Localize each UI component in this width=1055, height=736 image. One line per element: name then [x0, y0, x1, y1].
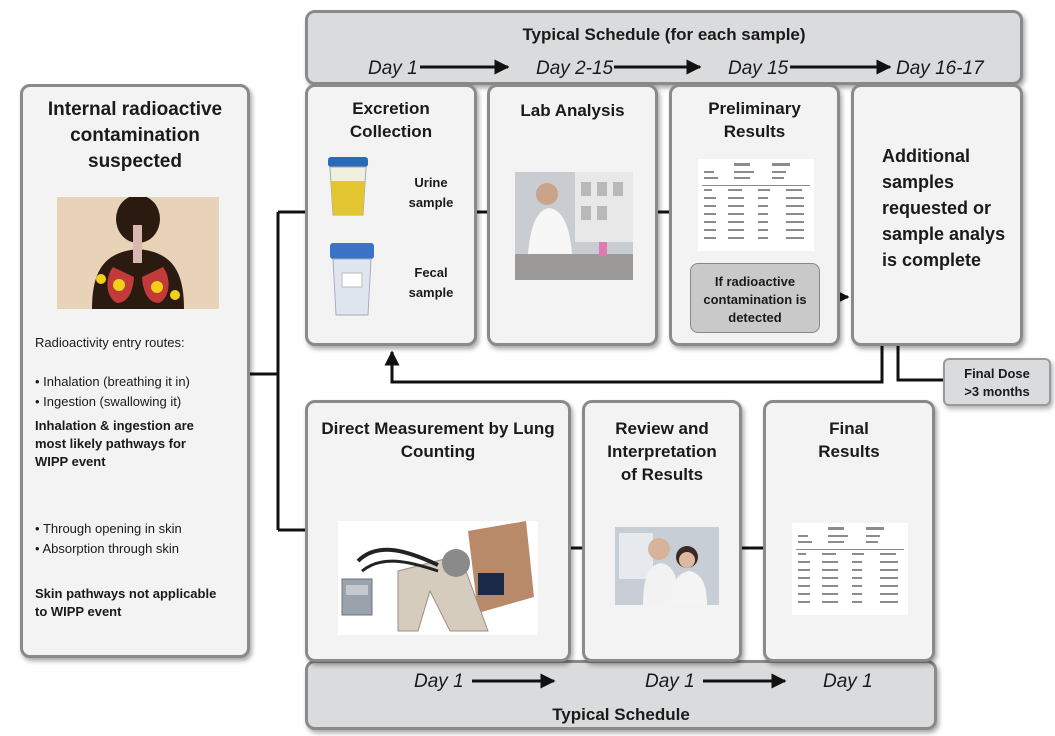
- excretion-collection-box: Excretion Collection Urine sample Fecal …: [305, 84, 477, 346]
- urine-cup-icon: [328, 157, 368, 216]
- entry-routes-label: Radioactivity entry routes:: [35, 335, 185, 350]
- route-inhalation: Inhalation (breathing it in): [43, 374, 190, 389]
- route-item: • Through opening in skin: [35, 521, 182, 536]
- route-item: • Inhalation (breathing it in): [35, 374, 190, 389]
- route-item: • Absorption through skin: [35, 541, 180, 556]
- lung-counter-photo: [338, 521, 538, 635]
- contamination-illustration: [57, 197, 219, 309]
- final-results-box: Final Results: [763, 400, 935, 662]
- additional-samples-text: Additional samples requested or sample a…: [882, 146, 1006, 270]
- route-skin-opening: Through opening in skin: [42, 521, 182, 536]
- final-results-document-icon: [792, 523, 908, 615]
- bottom-schedule-band: Day 1 Day 1 Day 1 Typical Schedule: [305, 660, 937, 730]
- results-document-icon: [698, 159, 814, 251]
- fecal-cup-icon: [330, 243, 374, 316]
- urine-label: Urine sample: [408, 175, 454, 210]
- route-item: • Ingestion (swallowing it): [35, 394, 182, 409]
- top-schedule-band: Typical Schedule (for each sample) Day 1…: [305, 10, 1023, 85]
- bottom-day-1: Day 1: [414, 671, 464, 692]
- branch-line: [250, 210, 306, 532]
- detected-callout: If radioactive contamination is detected: [690, 263, 820, 333]
- additional-samples-box: Additional samples requested or sample a…: [851, 84, 1023, 346]
- fecal-label: Fecal sample: [408, 265, 454, 300]
- lab-analysis-title: Lab Analysis: [520, 101, 625, 120]
- top-schedule-title: Typical Schedule (for each sample): [522, 25, 806, 44]
- lung-counting-title: Direct Measurement by Lung Counting: [321, 419, 555, 461]
- left-panel-title: Internal radioactive contamination suspe…: [47, 99, 223, 172]
- route-ingestion: Ingestion (swallowing it): [43, 394, 182, 409]
- top-day-2: Day 2-15: [536, 58, 614, 79]
- route-skin-absorption: Absorption through skin: [42, 541, 180, 556]
- bottom-day-3: Day 1: [823, 671, 873, 692]
- review-title: Review and Interpretation of Results: [607, 419, 717, 484]
- lab-analysis-box: Lab Analysis: [487, 84, 658, 346]
- excretion-title: Excretion Collection: [349, 99, 433, 141]
- bottom-day-2: Day 1: [645, 671, 695, 692]
- top-day-3: Day 15: [728, 58, 789, 79]
- pathway-note-1: Inhalation & ingestion are most likely p…: [35, 418, 194, 469]
- preliminary-title: Preliminary Results: [708, 99, 801, 141]
- top-day-1: Day 1: [368, 58, 418, 79]
- left-panel: Internal radioactive contamination suspe…: [20, 84, 250, 658]
- lab-technician-photo: [515, 172, 633, 280]
- final-dose-box: Final Dose >3 months: [943, 358, 1051, 406]
- lung-counting-box: Direct Measurement by Lung Counting: [305, 400, 571, 662]
- top-day-4: Day 16-17: [896, 58, 984, 79]
- preliminary-results-box: Preliminary Results If radioactive conta…: [669, 84, 840, 346]
- review-interpretation-box: Review and Interpretation of Results: [582, 400, 742, 662]
- review-photo: [615, 527, 719, 605]
- pathway-note-2: Skin pathways not applicable to WIPP eve…: [35, 586, 217, 619]
- bottom-schedule-title: Typical Schedule: [552, 705, 690, 724]
- final-results-title: Final Results: [818, 419, 880, 461]
